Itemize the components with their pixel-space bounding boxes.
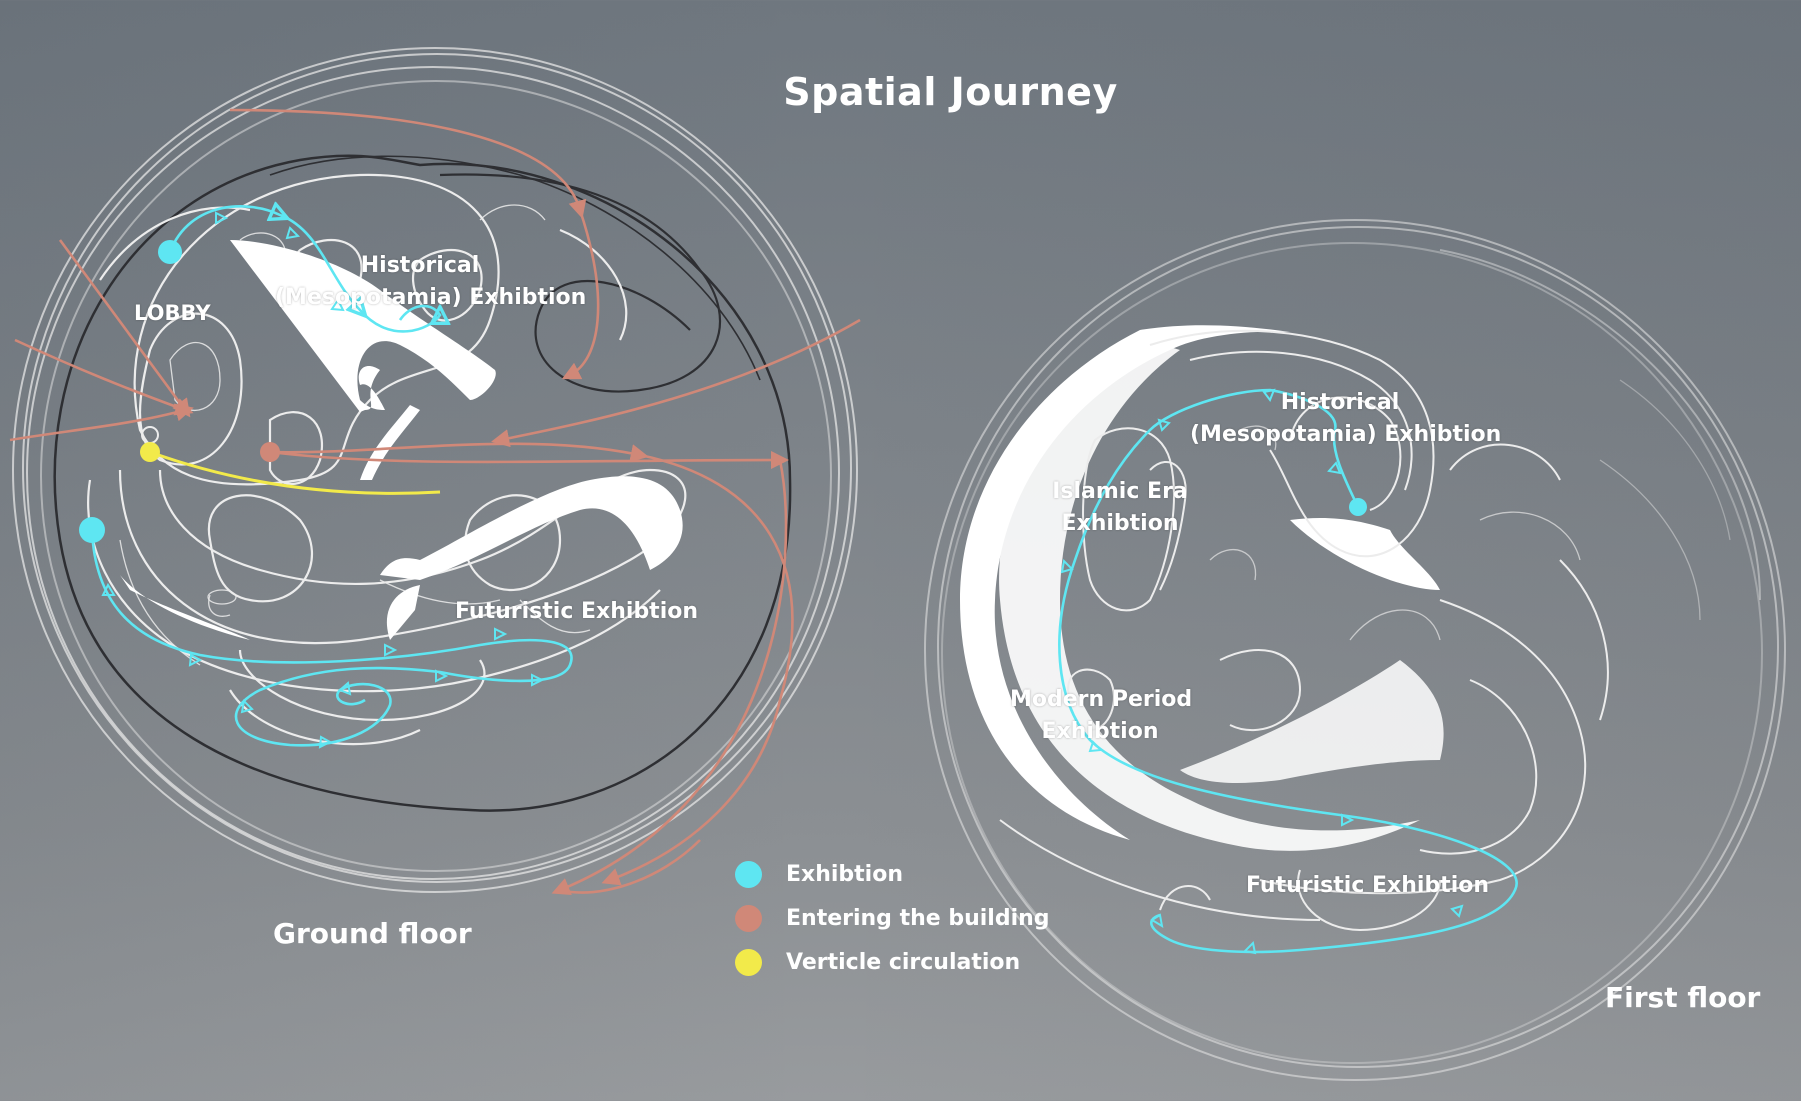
first-historical-exhibition-label: Historical (Mesopotamia) Exhibtion: [1190, 387, 1502, 451]
ground-exhibition-start-2: [79, 517, 105, 543]
first-historical-line-1: Historical: [1280, 390, 1400, 415]
entrance-marker: [260, 442, 280, 462]
first-modern-line-1: Modern Period: [1010, 687, 1193, 712]
first-futuristic-exhibition-label: Futuristic Exhibtion: [1246, 873, 1490, 898]
ground-floor-plan: [9, 47, 861, 895]
legend: Exhibtion Entering the building Verticle…: [735, 852, 1050, 984]
first-islamic-exhibition-label: Islamic Era Exhibtion: [1040, 476, 1200, 540]
first-historical-line-2: (Mesopotamia) Exhibtion: [1190, 421, 1502, 447]
legend-item-entering: Entering the building: [735, 896, 1050, 940]
ground-historical-line-2: (Mesopotamia) Exhibtion: [275, 284, 587, 310]
legend-label-exhibition: Exhibtion: [786, 861, 904, 887]
first-islamic-line-1: Islamic Era: [1052, 479, 1188, 504]
first-modern-line-2: Exhibtion: [1041, 718, 1159, 744]
legend-label-vertical: Verticle circulation: [786, 949, 1021, 975]
page-title: Spatial Journey: [783, 70, 1118, 114]
exhibition-dot-icon: [735, 860, 762, 888]
ground-floor-label: Ground floor: [273, 917, 472, 950]
legend-item-exhibition: Exhibtion: [735, 852, 1050, 896]
ground-historical-line-1: Historical: [360, 253, 480, 278]
first-floor-label: First floor: [1605, 981, 1761, 1014]
vertical-circulation-marker: [140, 442, 160, 462]
first-floor-plan: [924, 219, 1786, 1081]
first-exhibition-start: [1349, 498, 1367, 516]
lobby-label: LOBBY: [134, 301, 211, 325]
ground-exhibition-start-1: [158, 240, 182, 264]
first-islamic-line-2: Exhibtion: [1061, 510, 1179, 536]
vertical-dot-icon: [735, 948, 762, 976]
legend-item-vertical: Verticle circulation: [735, 940, 1050, 984]
ground-historical-exhibition-label: Historical (Mesopotamia) Exhibtion: [275, 250, 587, 314]
legend-label-entering: Entering the building: [786, 905, 1050, 931]
entering-dot-icon: [735, 904, 762, 932]
ground-dark-boundary: [53, 154, 792, 812]
ground-futuristic-exhibition-label: Futuristic Exhibtion: [455, 599, 699, 624]
first-modern-exhibition-label: Modern Period Exhibtion: [1010, 684, 1193, 748]
